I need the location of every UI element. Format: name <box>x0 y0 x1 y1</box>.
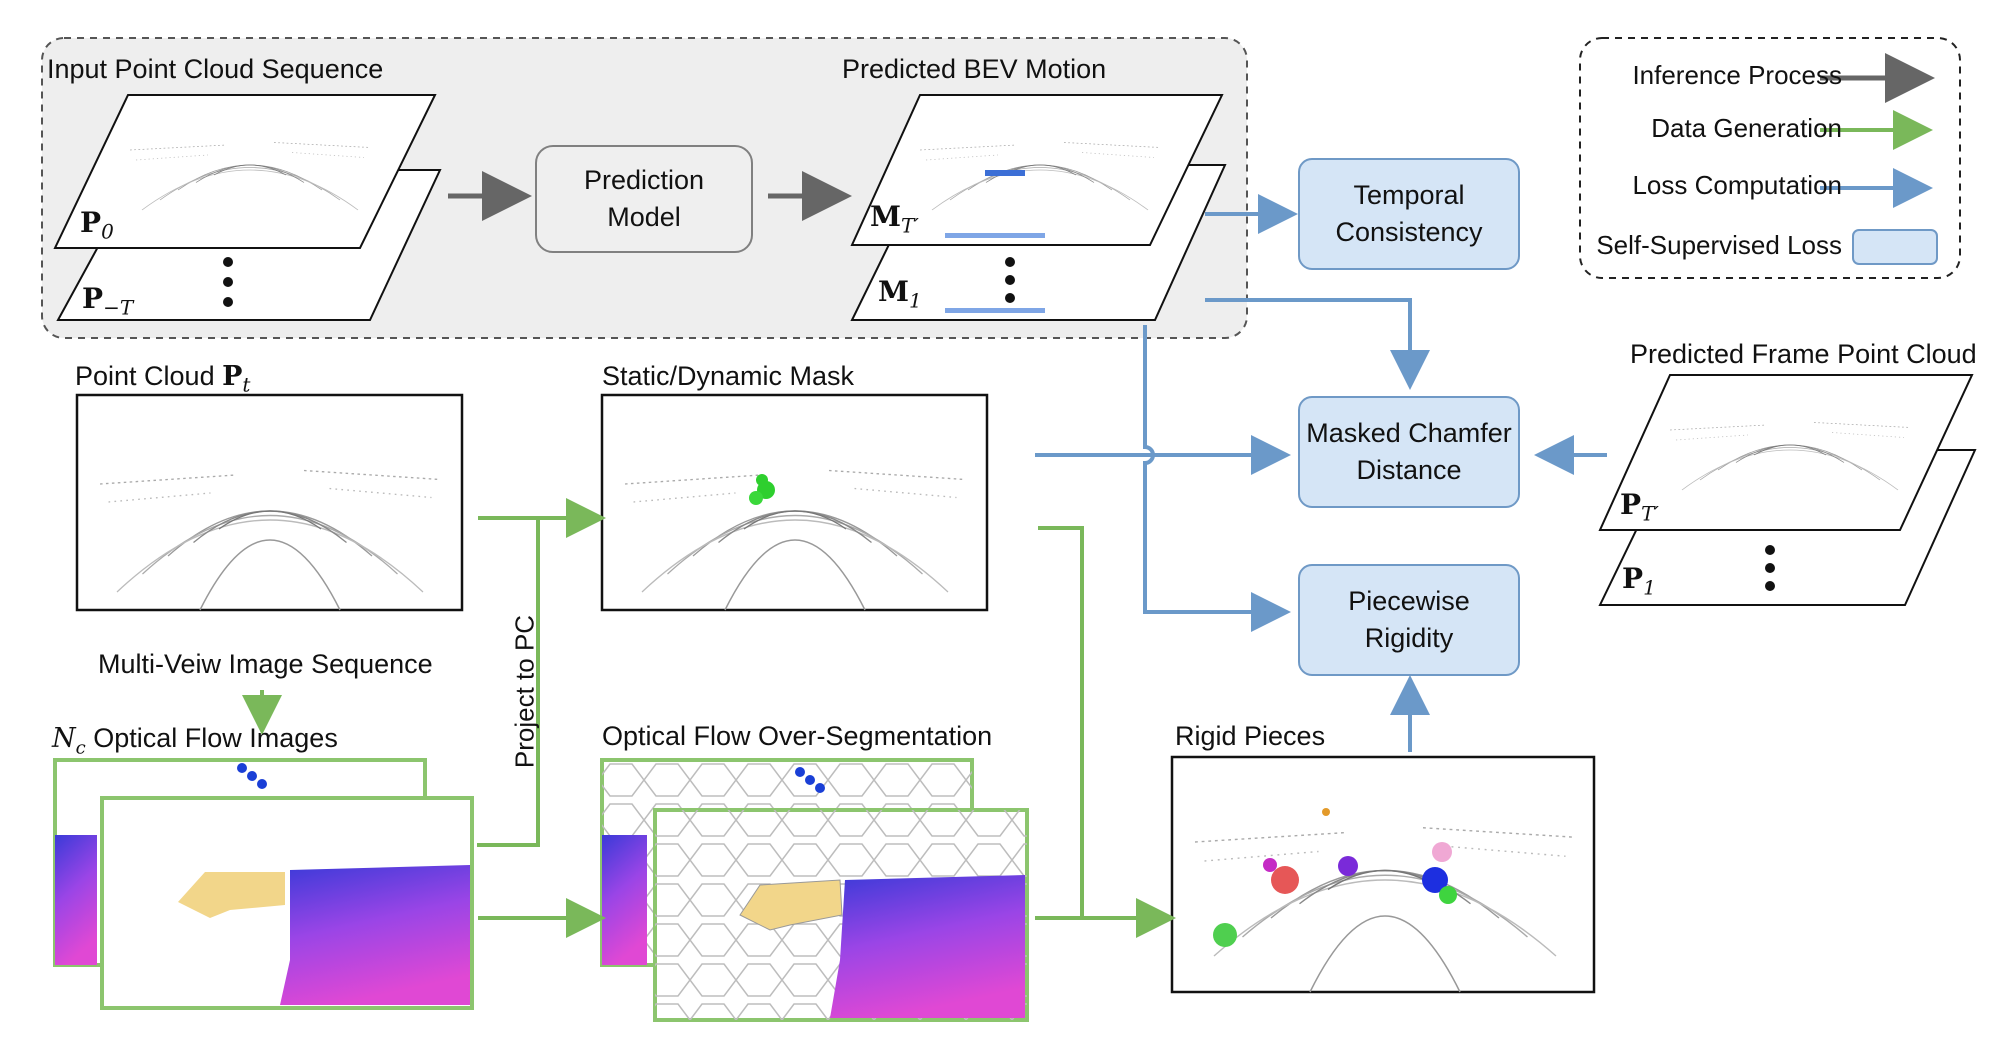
legend-box <box>1579 37 1961 279</box>
predicted-bev-label: Predicted BEV Motion <box>842 54 1107 84</box>
optical-flow-images-stack <box>53 758 474 1010</box>
over-segmentation-label: Optical Flow Over-Segmentation <box>602 721 993 751</box>
arrow-bev-to-chamfer-top <box>1205 298 1430 390</box>
arrow-mask-to-rigid <box>1038 526 1084 918</box>
arrow-flow-to-mask <box>477 498 606 847</box>
predicted-frame-stack <box>1598 374 1977 606</box>
m-t-symbol: MT′ <box>870 200 919 238</box>
predicted-frame-label: Predicted Frame Point Cloud <box>1630 339 1977 369</box>
input-seq-label: Input Point Cloud Sequence <box>47 54 384 84</box>
static-dynamic-label: Static/Dynamic Mask <box>602 361 855 391</box>
multi-view-label: Multi-Veiw Image Sequence <box>98 649 433 679</box>
legend-data-gen-label: Data Generation <box>1651 113 1842 143</box>
m-1-symbol: M1 <box>878 275 922 313</box>
over-segmentation-stack <box>600 758 1029 1022</box>
point-cloud-image <box>75 393 464 612</box>
optical-flow-images-label: Nc Optical Flow Images <box>52 723 338 759</box>
p-minus-t-symbol: P−T <box>82 282 134 320</box>
rigid-pieces-label: Rigid Pieces <box>1175 721 1326 751</box>
p0-symbol: P0 <box>80 206 114 244</box>
point-cloud-label: Point Cloud Pt <box>75 361 251 397</box>
static-dynamic-mask-image <box>600 393 989 612</box>
legend-self-sup-label: Self-Supervised Loss <box>1596 230 1842 260</box>
predicted-bev-stack <box>850 94 1227 321</box>
project-to-pc-label: Project to PC <box>509 614 540 769</box>
rigid-pieces-image <box>1170 755 1596 994</box>
input-point-cloud-stack <box>53 94 442 321</box>
legend-inference-label: Inference Process <box>1632 60 1842 90</box>
arrow-bev-to-rigidity <box>1143 325 1291 632</box>
legend-loss-label: Loss Computation <box>1632 170 1842 200</box>
p-1-symbol: P1 <box>1622 562 1656 600</box>
p-t-prime-symbol: PT′ <box>1620 488 1659 526</box>
legend-loss-swatch <box>1852 229 1938 265</box>
